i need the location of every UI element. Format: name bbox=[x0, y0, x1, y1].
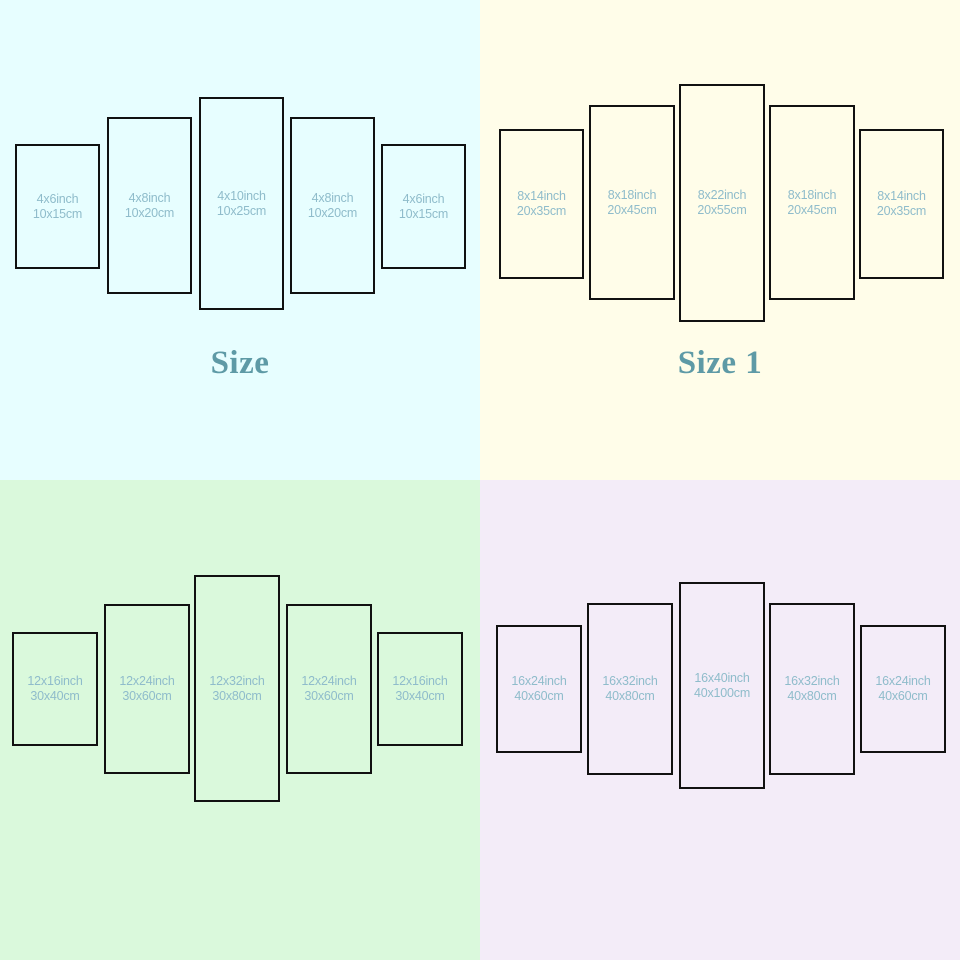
panel-label: 16x40inch 40x100cm bbox=[694, 671, 750, 701]
panel-size-inch: 8x18inch bbox=[607, 187, 657, 202]
panel-4[interactable]: 4x8inch 10x20cm bbox=[290, 117, 375, 294]
panel-label: 16x24inch 40x60cm bbox=[511, 674, 566, 704]
panel-1[interactable]: 12x16inch 30x40cm bbox=[12, 632, 98, 746]
panel-size-cm: 30x60cm bbox=[304, 689, 354, 703]
panel-1[interactable]: 8x14inch 20x35cm bbox=[499, 129, 584, 279]
panel-size-cm: 10x20cm bbox=[124, 205, 175, 220]
panel-size-inch: 16x24inch bbox=[875, 674, 931, 689]
panel-size-inch: 8x18inch bbox=[787, 187, 837, 202]
panel-size-cm: 20x45cm bbox=[607, 202, 657, 217]
panel-label: 4x8inch 10x20cm bbox=[307, 190, 358, 221]
panel-size-cm: 40x60cm bbox=[514, 689, 564, 703]
panel-3[interactable]: 4x10inch 10x25cm bbox=[199, 97, 284, 310]
quadrant-size-2: 12x16inch 30x40cm 12x24inch 30x60cm 12x3… bbox=[0, 480, 480, 960]
panel-size-cm: 10x15cm bbox=[398, 206, 449, 221]
panel-size-inch: 4x8inch bbox=[128, 190, 171, 205]
panel-1[interactable]: 16x24inch 40x60cm bbox=[496, 625, 582, 753]
panel-size-inch: 12x16inch bbox=[27, 674, 83, 689]
panel-label: 12x24inch 30x60cm bbox=[301, 674, 356, 704]
panel-size-inch: 4x6inch bbox=[402, 191, 445, 206]
panel-group-size-3: 16x24inch 40x60cm 16x32inch 40x80cm 16x4… bbox=[480, 480, 960, 960]
panel-size-inch: 4x8inch bbox=[311, 190, 354, 205]
panel-size-cm: 20x55cm bbox=[697, 203, 747, 217]
quadrant-size-1: 8x14inch 20x35cm 8x18inch 20x45cm 8x22in… bbox=[480, 0, 960, 480]
panel-size-cm: 30x60cm bbox=[122, 689, 172, 703]
panel-size-inch: 16x32inch bbox=[784, 674, 840, 689]
panel-size-cm: 40x60cm bbox=[878, 689, 928, 703]
panel-size-cm: 40x80cm bbox=[605, 689, 655, 703]
panel-size-inch: 12x24inch bbox=[301, 674, 357, 689]
panel-label: 12x16inch 30x40cm bbox=[27, 674, 82, 704]
panel-4[interactable]: 8x18inch 20x45cm bbox=[769, 105, 855, 300]
panel-label: 8x14inch 20x35cm bbox=[876, 189, 927, 219]
panel-size-inch: 8x22inch bbox=[697, 188, 747, 203]
panel-label: 4x6inch 10x15cm bbox=[398, 191, 449, 222]
panel-size-cm: 40x80cm bbox=[787, 689, 837, 703]
panel-label: 8x22inch 20x55cm bbox=[697, 188, 747, 218]
panel-size-cm: 10x15cm bbox=[32, 206, 83, 221]
quadrant-size-3: 16x24inch 40x60cm 16x32inch 40x80cm 16x4… bbox=[480, 480, 960, 960]
panel-label: 12x24inch 30x60cm bbox=[119, 674, 174, 704]
panel-label: 16x32inch 40x80cm bbox=[784, 674, 839, 704]
panel-size-inch: 8x14inch bbox=[517, 189, 566, 204]
panel-size-cm: 20x35cm bbox=[876, 204, 927, 218]
panel-size-cm: 40x100cm bbox=[693, 685, 751, 700]
quadrant-title-size-1: Size 1 bbox=[677, 345, 763, 381]
panel-size-inch: 16x32inch bbox=[602, 674, 658, 689]
panel-size-inch: 12x16inch bbox=[392, 674, 448, 689]
panel-label: 4x6inch 10x15cm bbox=[32, 191, 83, 222]
panel-5[interactable]: 8x14inch 20x35cm bbox=[859, 129, 944, 279]
panel-group-size-2: 12x16inch 30x40cm 12x24inch 30x60cm 12x3… bbox=[0, 480, 480, 960]
panel-2[interactable]: 12x24inch 30x60cm bbox=[104, 604, 190, 774]
panel-size-inch: 16x40inch bbox=[694, 670, 750, 685]
panel-1[interactable]: 4x6inch 10x15cm bbox=[15, 144, 100, 269]
panel-size-inch: 4x6inch bbox=[36, 191, 79, 206]
panel-group-size-1: 8x14inch 20x35cm 8x18inch 20x45cm 8x22in… bbox=[480, 0, 960, 480]
panel-size-cm: 10x20cm bbox=[307, 205, 358, 220]
panel-label: 16x32inch 40x80cm bbox=[602, 674, 657, 704]
panel-group-size: 4x6inch 10x15cm 4x8inch 10x20cm 4x10inch… bbox=[0, 0, 480, 480]
panel-3[interactable]: 12x32inch 30x80cm bbox=[194, 575, 280, 802]
panel-label: 16x24inch 40x60cm bbox=[875, 674, 930, 704]
panel-label: 8x18inch 20x45cm bbox=[787, 187, 837, 218]
panel-label: 12x16inch 30x40cm bbox=[392, 674, 447, 704]
panel-3[interactable]: 16x40inch 40x100cm bbox=[679, 582, 765, 789]
panel-size-cm: 30x40cm bbox=[395, 689, 445, 703]
panel-size-inch: 12x32inch bbox=[209, 673, 265, 688]
panel-2[interactable]: 8x18inch 20x45cm bbox=[589, 105, 675, 300]
panel-size-inch: 4x10inch bbox=[217, 188, 266, 203]
panel-size-cm: 30x40cm bbox=[30, 689, 80, 703]
panel-2[interactable]: 16x32inch 40x80cm bbox=[587, 603, 673, 775]
quadrant-title-size: Size bbox=[210, 345, 270, 381]
panel-label: 8x14inch 20x35cm bbox=[516, 189, 567, 219]
panel-size-cm: 30x80cm bbox=[212, 688, 262, 703]
panel-size-inch: 16x24inch bbox=[511, 674, 567, 689]
panel-label: 4x10inch 10x25cm bbox=[216, 188, 267, 219]
panel-5[interactable]: 16x24inch 40x60cm bbox=[860, 625, 946, 753]
panel-4[interactable]: 16x32inch 40x80cm bbox=[769, 603, 855, 775]
panel-size-inch: 12x24inch bbox=[119, 674, 175, 689]
panel-label: 4x8inch 10x20cm bbox=[124, 190, 175, 221]
panel-5[interactable]: 12x16inch 30x40cm bbox=[377, 632, 463, 746]
panel-size-cm: 20x35cm bbox=[516, 204, 567, 218]
panel-5[interactable]: 4x6inch 10x15cm bbox=[381, 144, 466, 269]
panel-size-inch: 8x14inch bbox=[877, 189, 926, 204]
panel-label: 8x18inch 20x45cm bbox=[607, 187, 657, 218]
panel-size-cm: 20x45cm bbox=[787, 202, 837, 217]
panel-4[interactable]: 12x24inch 30x60cm bbox=[286, 604, 372, 774]
quadrant-size: 4x6inch 10x15cm 4x8inch 10x20cm 4x10inch… bbox=[0, 0, 480, 480]
panel-size-cm: 10x25cm bbox=[216, 203, 267, 218]
panel-2[interactable]: 4x8inch 10x20cm bbox=[107, 117, 192, 294]
panel-label: 12x32inch 30x80cm bbox=[209, 674, 264, 704]
panel-3[interactable]: 8x22inch 20x55cm bbox=[679, 84, 765, 322]
